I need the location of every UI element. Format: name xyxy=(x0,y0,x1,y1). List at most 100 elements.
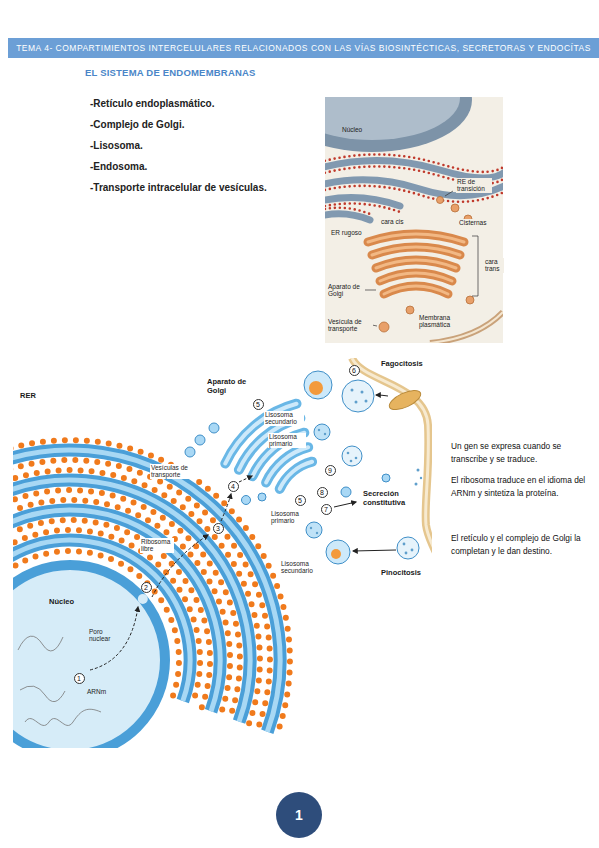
leader-line xyxy=(365,290,376,291)
note-text: Un gen se expresa cuando se transcribe y… xyxy=(451,440,597,467)
part-label: Vesículas de transporte xyxy=(150,464,198,479)
part-label: Lisosoma primario xyxy=(270,510,306,525)
transport-vesicle xyxy=(406,306,414,314)
nucleus-shape xyxy=(13,565,165,748)
pathway-arrow xyxy=(239,476,252,482)
transport-vesicle xyxy=(379,322,389,332)
transport-vesicle xyxy=(451,204,459,212)
vesicle-content xyxy=(420,477,422,479)
vesicle-content xyxy=(318,429,320,431)
part-label: Núcleo xyxy=(342,126,362,133)
chromatin xyxy=(18,636,101,725)
vesicle-content xyxy=(310,527,312,529)
lysosome xyxy=(306,522,322,538)
nucleus-shape xyxy=(13,565,165,748)
part-label: Lisosoma secundario xyxy=(264,411,304,426)
header-band: TEMA 4- COMPARTIMIENTOS INTERCELULARES R… xyxy=(8,38,599,58)
callout-circle: 6 xyxy=(349,365,360,376)
golgi-cisterna xyxy=(280,462,312,489)
transport-vesicle xyxy=(466,296,474,304)
callout-number: 5 xyxy=(256,401,260,408)
callout-circle: 2 xyxy=(141,582,152,593)
vesicle-content xyxy=(351,389,354,392)
ribosome-dots xyxy=(325,203,400,212)
callout-circle: 1 xyxy=(74,673,85,684)
transport-vesicle xyxy=(185,423,390,505)
golgi-cisterna xyxy=(372,247,460,255)
plasma-membrane xyxy=(352,358,432,580)
list-item: -Transporte intracelular de vesículas. xyxy=(90,182,267,194)
page-number: 1 xyxy=(295,808,303,822)
lysosome xyxy=(326,540,350,564)
leader-line xyxy=(445,191,453,196)
vesicle-content xyxy=(365,400,368,403)
flow-arrow xyxy=(376,395,388,396)
part-label: RER xyxy=(20,392,36,401)
callout-circle: 5 xyxy=(295,495,306,506)
ribosome-dots xyxy=(325,154,503,214)
callout-circle: 8 xyxy=(317,487,328,498)
transport-vesicle xyxy=(379,197,474,333)
vesicle-content xyxy=(405,552,408,555)
nucleus-shape xyxy=(138,594,148,604)
part-label: Poro nuclear xyxy=(88,628,118,643)
vesicle-content xyxy=(310,389,422,555)
leader-line xyxy=(365,191,478,326)
golgi-cisterna xyxy=(380,273,452,281)
golgi-cisterna xyxy=(225,404,312,489)
transport-vesicle xyxy=(258,493,266,501)
page-number-badge: 1 xyxy=(276,792,322,838)
part-label: Aparato de Golgi xyxy=(206,378,256,395)
callout-circle: 3 xyxy=(213,523,224,534)
part-label: Vesícula de transporte xyxy=(327,318,373,333)
rough-er-sheet xyxy=(325,214,370,220)
golgi-cisterna xyxy=(280,462,312,489)
cell-figure xyxy=(13,358,432,748)
transport-vesicle xyxy=(242,496,251,505)
callout-number: 4 xyxy=(231,483,235,490)
list-item: -Endosoma. xyxy=(90,161,147,173)
list-item: -Complejo de Golgi. xyxy=(90,119,184,131)
part-label: Lisosoma secundario xyxy=(280,560,320,575)
nucleus-shape xyxy=(325,97,472,152)
golgi-cisterna xyxy=(384,286,448,294)
pathway-arrow xyxy=(221,494,231,521)
lysosome xyxy=(342,446,362,466)
rough-er-sheet xyxy=(325,160,503,220)
part-label: RE de transición xyxy=(456,178,492,193)
callout-circle: 5 xyxy=(253,399,264,410)
part-label: ER rugoso xyxy=(330,229,363,236)
golgi-cisterna xyxy=(368,234,464,242)
lysosome xyxy=(397,537,419,559)
golgi-cisterna xyxy=(380,273,452,281)
part-label: ARNm xyxy=(86,688,107,695)
chromatin xyxy=(18,636,63,651)
vesicle-content xyxy=(411,549,414,552)
golgi-cisterna xyxy=(368,234,464,294)
vesicle-content xyxy=(316,532,318,534)
plasma-membrane xyxy=(352,358,432,580)
part-label: Ribosoma libre xyxy=(140,538,174,553)
part-label: Membrana plasmática xyxy=(418,314,460,329)
vesicle-content xyxy=(355,401,358,404)
rough-er-sheet xyxy=(325,197,400,206)
list-item: -Retículo endoplasmático. xyxy=(90,98,214,110)
list-item: -Lisosoma. xyxy=(90,140,143,152)
part-label: Aparato de Golgi xyxy=(327,283,365,298)
leader-line xyxy=(472,236,478,296)
callout-number: 1 xyxy=(77,675,81,682)
flow-arrow xyxy=(334,395,396,551)
section-heading: EL SISTEMA DE ENDOMEMBRANAS xyxy=(85,68,256,79)
golgi-cisterna xyxy=(376,260,456,268)
chromatin xyxy=(25,709,101,725)
header-text: TEMA 4- COMPARTIMIENTOS INTERCELULARES R… xyxy=(16,43,591,53)
golgi-cisterna xyxy=(372,247,460,255)
vesicle-content xyxy=(417,469,420,472)
process-label: Pinocitosis xyxy=(380,569,422,578)
note-text: El retículo y el complejo de Golgi la co… xyxy=(451,532,597,559)
process-label: Fagocitosis xyxy=(380,360,424,369)
lysosome xyxy=(342,380,374,412)
vesicle-content xyxy=(350,460,353,463)
lysosome xyxy=(331,549,341,559)
